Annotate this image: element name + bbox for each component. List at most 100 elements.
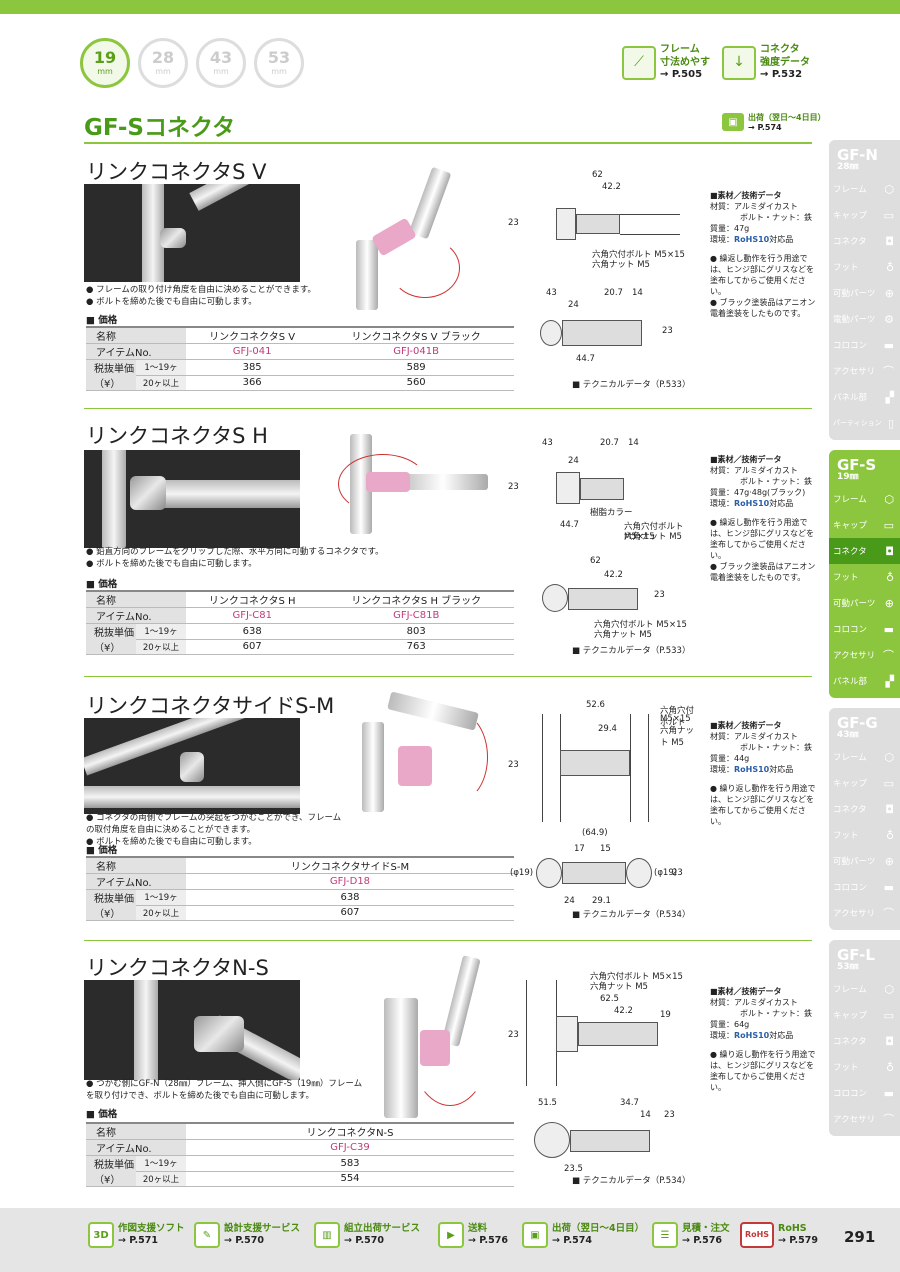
- footer-link-design[interactable]: ✎ 設計支援サービス→ P.570: [194, 1222, 300, 1248]
- product-photo: [84, 184, 300, 282]
- sidebar-item-frame[interactable]: フレーム⬡: [833, 982, 894, 996]
- spec-block: ■素材／技術データ 材質：アルミダイカスト ボルト・ナット：鉄 質量：44g 環…: [710, 720, 818, 827]
- spec-block: ■素材／技術データ 材質：アルミダイカスト ボルト・ナット：鉄 質量：64g 環…: [710, 986, 818, 1093]
- sidebar-item-panel[interactable]: パネル部▞: [833, 390, 894, 404]
- connector-icon: ◘: [885, 234, 894, 248]
- feature-list: コネクタの両側でフレームの突起をつかむことができ、フレームの取付角度を自由に決め…: [86, 812, 346, 848]
- hinge-icon: ⊕: [884, 854, 894, 868]
- footer-link-cad[interactable]: 3D 作図支援ソフト→ P.571: [88, 1222, 185, 1248]
- octagon-icon: ⬡: [884, 182, 894, 196]
- product-s-h: リンクコネクタS H 鉛直方向のフレームをグリップした際、水平方向に可動するコネ…: [84, 420, 815, 676]
- motor-icon: ⚙: [884, 312, 894, 326]
- product-title: リンクコネクタS V: [86, 160, 267, 184]
- sidebar-item-movable[interactable]: 可動パーツ⊕: [833, 596, 894, 610]
- price-heading: ■ 価格: [86, 845, 118, 856]
- sidebar-item-roller[interactable]: コロコン▬: [833, 1086, 894, 1100]
- ship-info[interactable]: ▣ 出荷（翌日〜4日目）→ P.574: [722, 112, 826, 132]
- 3d-icon: 3D: [88, 1222, 114, 1248]
- sidebar-item-frame[interactable]: フレーム⬡: [833, 492, 894, 506]
- sidebar-item-frame[interactable]: フレーム⬡: [833, 182, 894, 196]
- partition-icon: ▯: [887, 416, 894, 430]
- sidebar-item-connector[interactable]: コネクタ◘: [829, 538, 900, 564]
- product-title: リンクコネクタS H: [86, 424, 268, 448]
- document-icon: ☰: [652, 1222, 678, 1248]
- shipping-icon: ▣: [722, 113, 744, 131]
- sidebar-item-panel[interactable]: パネル部▞: [833, 674, 894, 688]
- connector-icon: ◘: [885, 544, 894, 558]
- sidebar-item-movable[interactable]: 可動パーツ⊕: [833, 854, 894, 868]
- octagon-icon: ⬡: [884, 982, 894, 996]
- sidebar-item-accessory[interactable]: アクセサリ⌒: [833, 1113, 894, 1126]
- footer-link-rohs[interactable]: RoHS RoHS→ P.579: [740, 1222, 818, 1248]
- panel-icon: ▞: [885, 674, 894, 688]
- sidebar-item-roller[interactable]: コロコン▬: [833, 338, 894, 352]
- tech-data-link[interactable]: ■ テクニカルデータ（P.533）: [572, 646, 691, 656]
- assembly-icon: ▥: [314, 1222, 340, 1248]
- sidebar-item-cap[interactable]: キャップ▭: [833, 518, 894, 532]
- sidebar-item-roller[interactable]: コロコン▬: [833, 622, 894, 636]
- roller-icon: ▬: [883, 338, 894, 352]
- sidebar-item-foot[interactable]: フット♁: [833, 570, 894, 584]
- dimension-drawing: 52.6 六角穴付ボルト M5×15 六角ナット M5 29.4 23 (64.…: [508, 700, 695, 906]
- tech-data-link[interactable]: ■ テクニカルデータ（P.534）: [572, 1176, 691, 1186]
- footer-link-shipping[interactable]: ▣ 出荷（翌日〜4日目）→ P.574: [522, 1222, 644, 1248]
- footer-link-shipping-cost[interactable]: ▶ 送料→ P.576: [438, 1222, 508, 1248]
- product-n-s: リンクコネクタN-S つかむ側にGF-N（28㎜）フレーム、挿入側にGF-S（1…: [84, 952, 816, 1202]
- sidebar-item-roller[interactable]: コロコン▬: [833, 880, 894, 894]
- ref-strength[interactable]: ↓ コネクタ強度データ→ P.532: [722, 44, 810, 82]
- sidebar-item-connector[interactable]: コネクタ◘: [833, 234, 894, 248]
- price-heading: ■ 価格: [86, 579, 118, 590]
- product-photo: [84, 980, 300, 1080]
- foot-icon: ♁: [885, 1060, 894, 1074]
- footer-link-assembly[interactable]: ▥ 組立出荷サービス→ P.570: [314, 1222, 420, 1248]
- sidebar-item-cap[interactable]: キャップ▭: [833, 1008, 894, 1022]
- connector-icon: ◘: [885, 802, 894, 816]
- product-render: [338, 434, 488, 534]
- sidebar-item-accessory[interactable]: アクセサリ⌒: [833, 907, 894, 920]
- sidebar-item-cap[interactable]: キャップ▭: [833, 776, 894, 790]
- sidebar-item-frame[interactable]: フレーム⬡: [833, 750, 894, 764]
- calendar-icon: ▣: [522, 1222, 548, 1248]
- sidebar-item-partition[interactable]: パーティション▯: [833, 416, 894, 430]
- sidebar-item-foot[interactable]: フット♁: [833, 1060, 894, 1074]
- sidebar-item-movable[interactable]: 可動パーツ⊕: [833, 286, 894, 300]
- dimension-drawing: 43 20.7 14 24 23 樹脂カラー 六角穴付ボルト M5×15 六角ナ…: [508, 438, 687, 640]
- spec-block: ■素材／技術データ 材質：アルミダイカスト ボルト・ナット：鉄 質量：47g 環…: [710, 190, 818, 319]
- sidebar-item-connector[interactable]: コネクタ◘: [833, 802, 894, 816]
- tech-data-link[interactable]: ■ テクニカルデータ（P.533）: [572, 380, 691, 390]
- sidebar-item-foot[interactable]: フット♁: [833, 828, 894, 842]
- sidebar-item-electric[interactable]: 電動パーツ⚙: [833, 312, 894, 326]
- octagon-icon: ⬡: [884, 492, 894, 506]
- sidebar-item-connector[interactable]: コネクタ◘: [833, 1034, 894, 1048]
- sidebar-item-cap[interactable]: キャップ▭: [833, 208, 894, 222]
- weight-down-icon: ↓: [722, 45, 756, 80]
- section-divider: [84, 940, 812, 941]
- octagon-icon: ⬡: [884, 750, 894, 764]
- product-photo: [84, 718, 300, 814]
- cap-icon: ▭: [883, 776, 894, 790]
- roller-icon: ▬: [883, 1086, 894, 1100]
- pencil-icon: ✎: [194, 1222, 220, 1248]
- rohs-icon: RoHS: [740, 1222, 774, 1248]
- hinge-icon: ⊕: [884, 286, 894, 300]
- product-render: [358, 691, 498, 812]
- sidebar-item-foot[interactable]: フット♁: [833, 260, 894, 274]
- tech-data-link[interactable]: ■ テクニカルデータ（P.534）: [572, 910, 691, 920]
- price-heading: ■ 価格: [86, 1109, 118, 1120]
- truck-icon: ▶: [438, 1222, 464, 1248]
- ref-frame-cut[interactable]: ⟋ フレーム寸法めやす→ P.505: [622, 44, 710, 82]
- roller-icon: ▬: [883, 622, 894, 636]
- sidebar-item-accessory[interactable]: アクセサリ⌒: [833, 365, 894, 378]
- sidebar-item-accessory[interactable]: アクセサリ⌒: [833, 649, 894, 662]
- handle-icon: ⌒: [883, 649, 894, 662]
- footer-link-quote[interactable]: ☰ 見積・注文→ P.576: [652, 1222, 730, 1248]
